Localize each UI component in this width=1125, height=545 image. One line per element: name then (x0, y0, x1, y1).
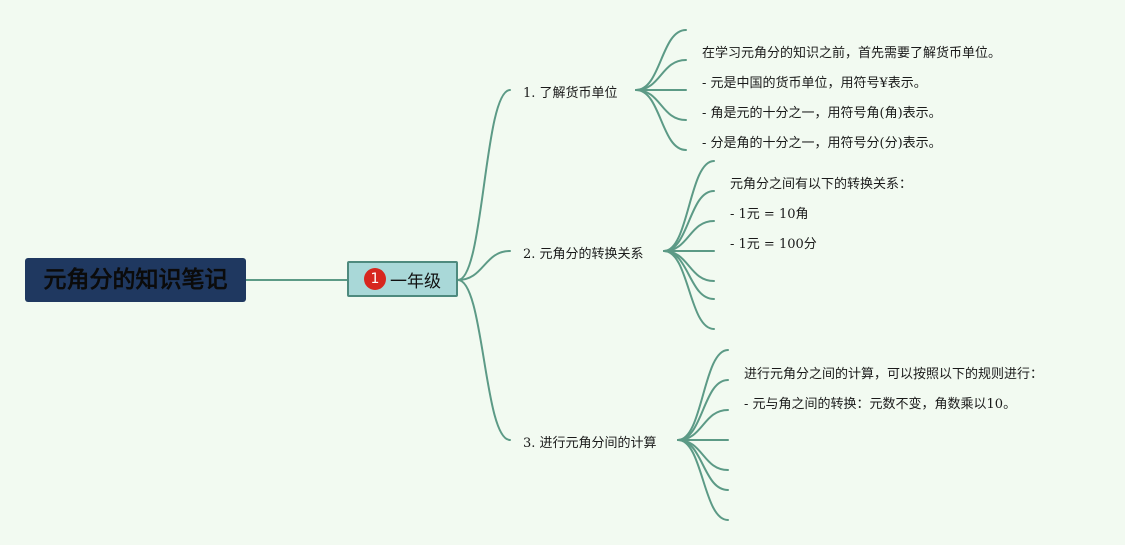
root-node[interactable]: 元角分的知识笔记 (25, 258, 246, 302)
branch-3-leaf-connector-1 (677, 349, 729, 441)
grade-to-branch-3-connector (457, 279, 511, 441)
root-title: 元角分的知识笔记 (43, 267, 228, 293)
branch-2-leaf-connector-7 (663, 250, 715, 330)
branch-3-leaf-2: - 元与角之间的转换：元数不变，角数乘以10。 (744, 397, 1017, 412)
branch-1-leaf-connector-1 (635, 29, 687, 91)
branch-1-leaf-3: - 角是元的十分之一，用符号角(角)表示。 (702, 106, 942, 121)
branch-2-leaf-connector-2 (663, 190, 715, 252)
branch-3-label[interactable]: 3. 进行元角分间的计算 (523, 436, 657, 451)
priority-badge-icon: 1 (364, 268, 386, 290)
branch-1-leaf-connector-2 (635, 59, 687, 91)
branch-1-label[interactable]: 1. 了解货币单位 (523, 86, 618, 101)
grade-to-branch-2-connector (457, 250, 511, 281)
branch-2-label[interactable]: 2. 元角分的转换关系 (523, 247, 644, 262)
branch-2-leaf-1: 元角分之间有以下的转换关系： (730, 177, 913, 192)
branch-2-leaf-connector-1 (663, 160, 715, 252)
branch-1-leaf-4: - 分是角的十分之一，用符号分(分)表示。 (702, 136, 942, 151)
branch-3-leaf-1: 进行元角分之间的计算，可以按照以下的规则进行： (744, 367, 1044, 382)
grade-label: 一年级 (390, 271, 441, 292)
branch-2-leaf-2: - 1元 = 10角 (730, 207, 809, 222)
branch-3-leaf-connector-7 (677, 439, 729, 521)
branch-1-leaf-connector-5 (635, 89, 687, 151)
grade-to-branch-1-connector (457, 89, 511, 281)
grade-node[interactable]: 1 一年级 (347, 261, 458, 297)
branch-1-leaf-1: 在学习元角分的知识之前，首先需要了解货币单位。 (702, 46, 1002, 61)
branch-1-leaf-2: - 元是中国的货币单位，用符号¥表示。 (702, 76, 927, 91)
branch-1-leaf-connector-4 (635, 89, 687, 121)
branch-2-leaf-3: - 1元 = 100分 (730, 237, 817, 252)
branch-3-leaf-connector-2 (677, 379, 729, 441)
